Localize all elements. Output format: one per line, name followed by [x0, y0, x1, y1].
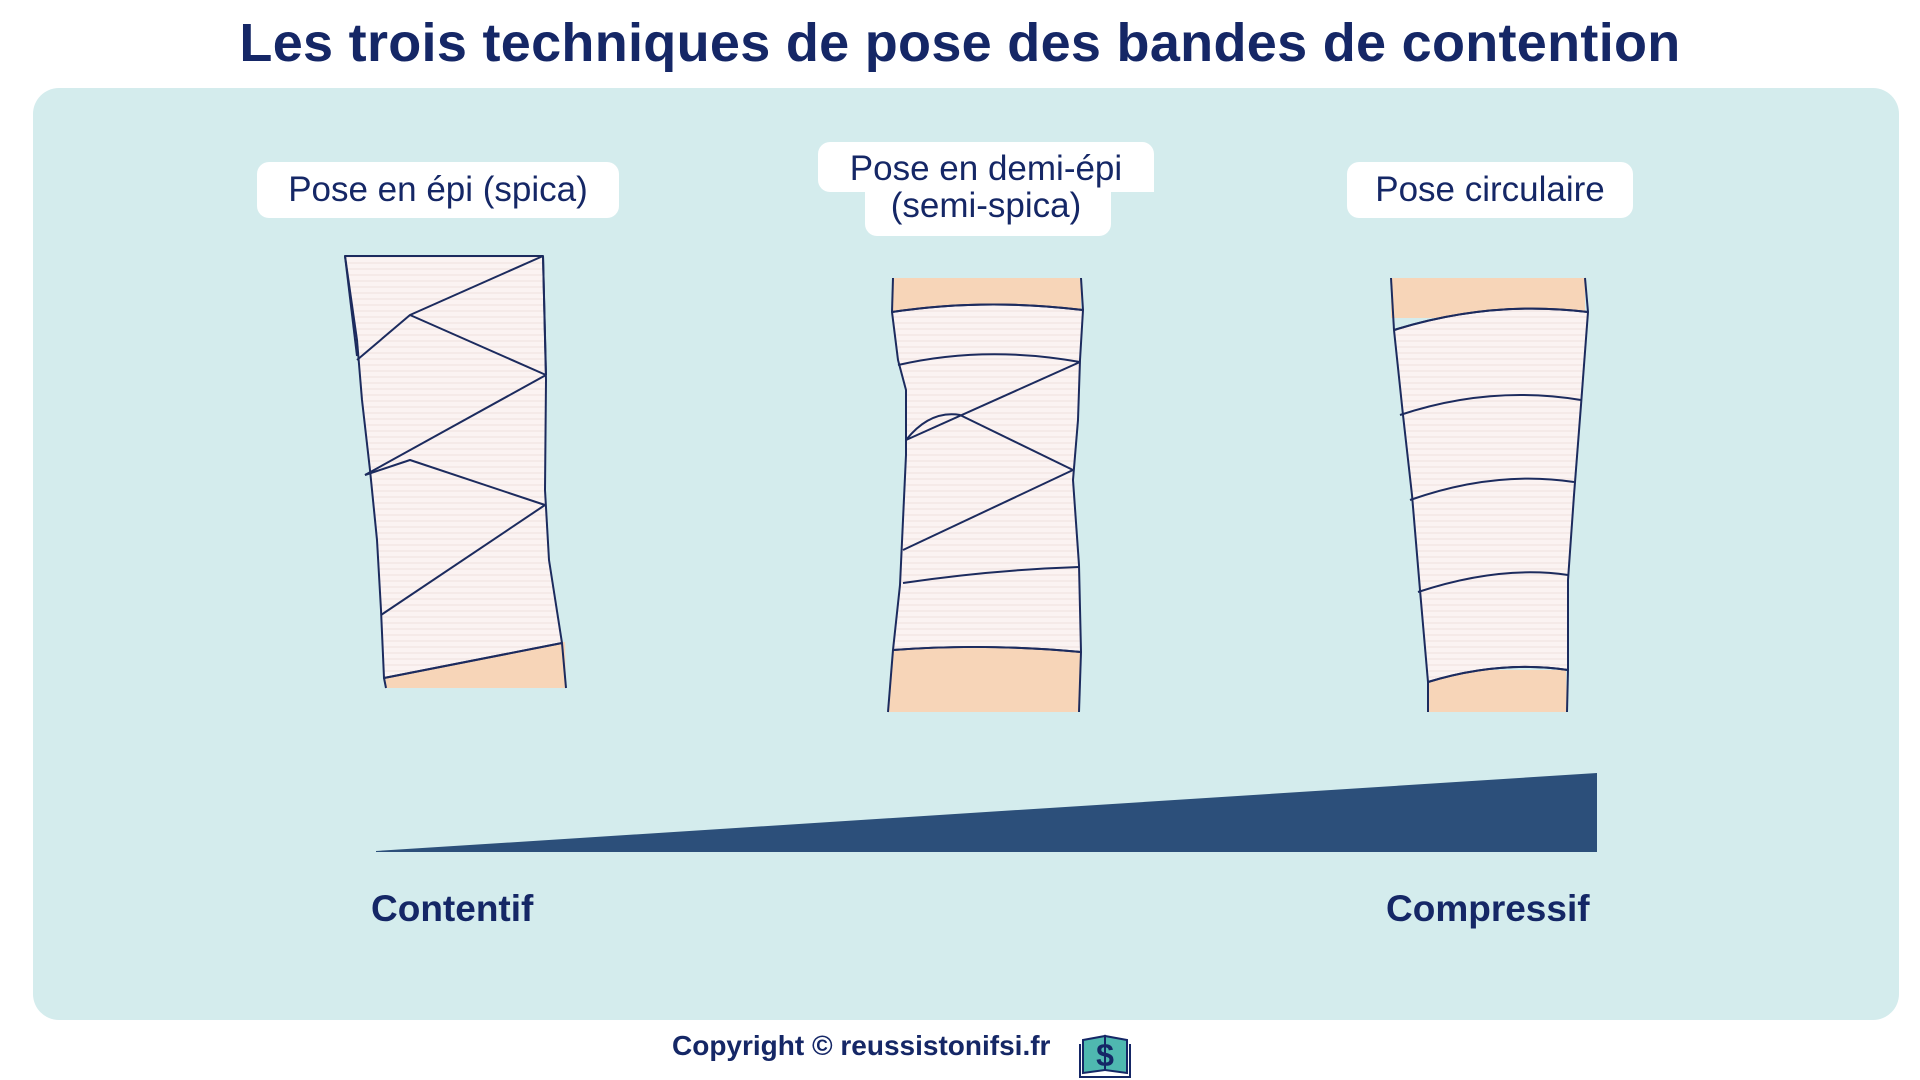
turn-line [409, 255, 544, 316]
leg-edge [344, 255, 358, 357]
copyright-text: Copyright © reussistonifsi.fr [672, 1030, 1051, 1061]
leg-edge [1078, 651, 1082, 713]
turn-line [1393, 307, 1589, 331]
turn-line [905, 361, 1081, 441]
book-dollar-icon: $ [1079, 1034, 1131, 1078]
page-title: Les trois techniques de pose des bandes … [239, 13, 1681, 73]
turn-line [1409, 477, 1575, 501]
scale-label-contentif: Contentif [371, 888, 534, 929]
skin-circ-bottom [1428, 670, 1567, 712]
label-demi-epi-line1: Pose en demi-épi [849, 149, 1123, 188]
leg-edge [1584, 277, 1589, 313]
leg-edge [561, 642, 567, 689]
turn-line [364, 374, 547, 476]
leg-edge [887, 649, 894, 713]
leg-edge [542, 255, 547, 376]
label-demi-epi-line2: (semi-spica) [890, 186, 1082, 225]
turn-line [902, 566, 1080, 584]
turn-line [905, 413, 1074, 471]
turn-line [897, 353, 1081, 366]
turn-line [891, 303, 1084, 313]
turn-line [902, 469, 1074, 551]
leg-edge [1390, 277, 1395, 331]
turn-line [383, 642, 563, 679]
label-circulaire: Pose circulaire [1347, 162, 1633, 218]
label-demi-epi: Pose en demi-épi (semi-spica) [790, 150, 1182, 224]
scale-label-compressif: Compressif [1386, 888, 1590, 929]
turn-line [892, 645, 1082, 653]
turn-line [1427, 665, 1569, 683]
leg-edge [383, 677, 387, 689]
label-epi: Pose en épi (spica) [257, 162, 619, 218]
compression-scale-wedge [376, 773, 1597, 852]
turn-line [356, 314, 547, 376]
label-demi-epi-bg [818, 142, 1154, 192]
leg-edge [1080, 277, 1084, 311]
turn-line [1417, 571, 1569, 593]
svg-text:$: $ [1096, 1037, 1114, 1073]
turn-line [380, 504, 546, 616]
leg-edge [1566, 669, 1569, 713]
leg-epi [344, 255, 567, 689]
leg-edge [891, 277, 894, 313]
leg-demi-epi [887, 277, 1084, 713]
skin-demi-bottom [888, 640, 1081, 712]
turn-line [364, 459, 546, 506]
label-demi-epi-bg-2 [865, 188, 1111, 236]
turn-line [1399, 394, 1582, 416]
leg-circulaire [1390, 277, 1589, 713]
